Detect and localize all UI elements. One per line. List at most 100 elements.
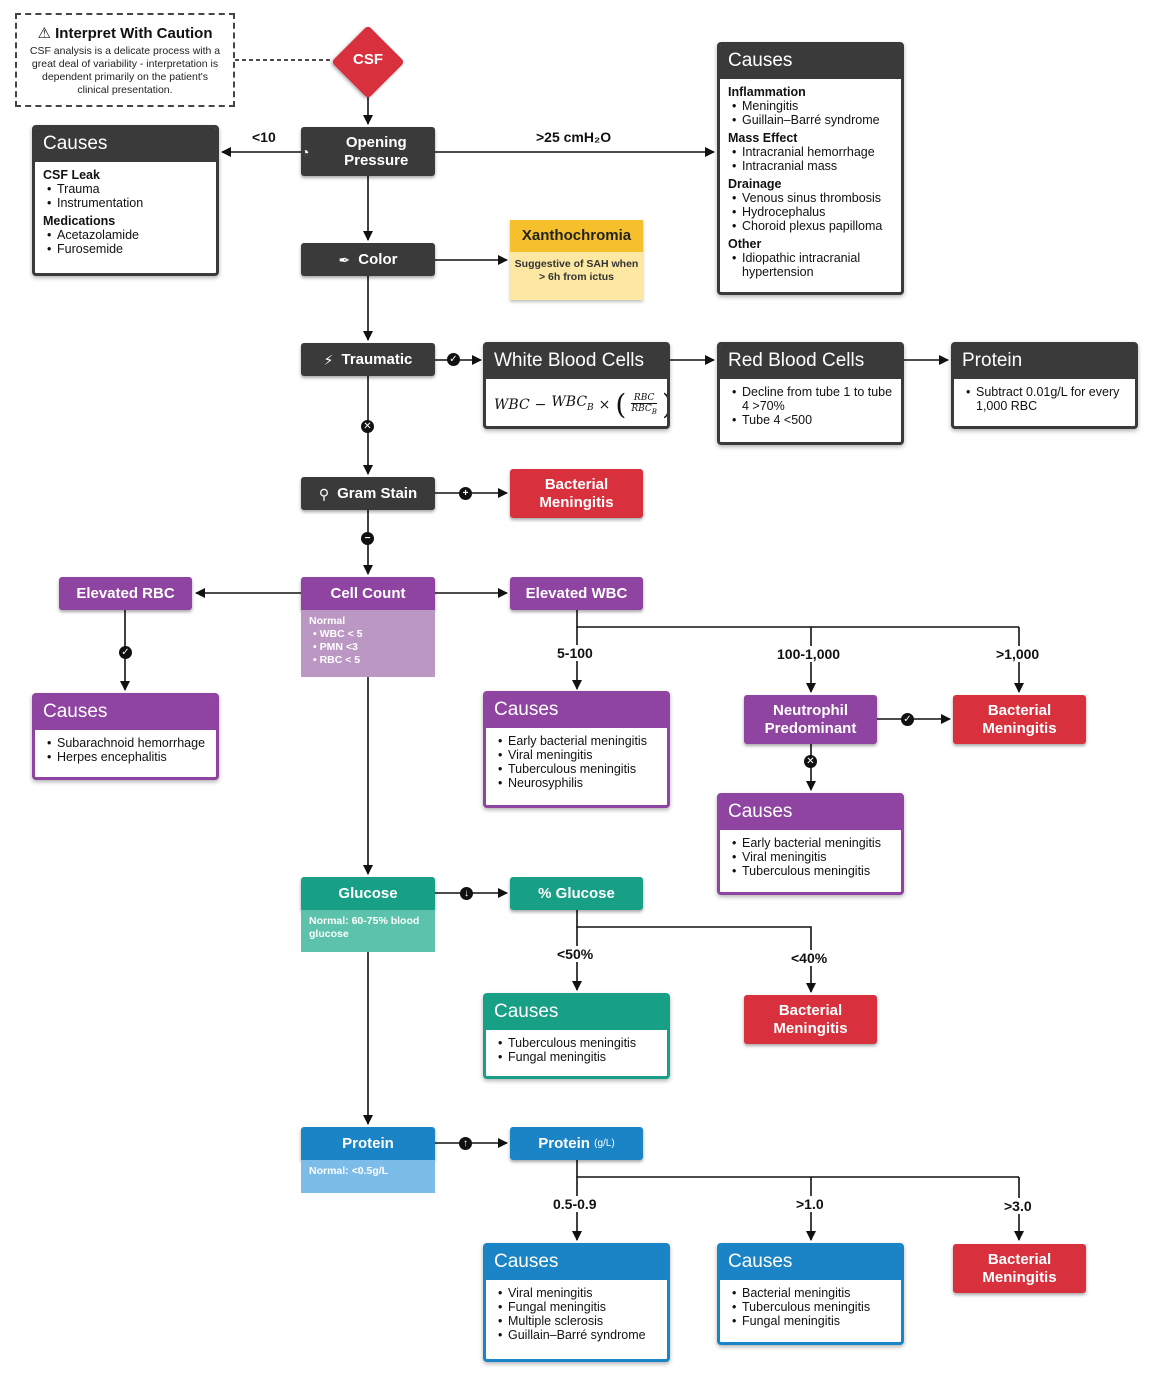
list-item: Intracranial hemorrhage [732,145,893,159]
list-item: Instrumentation [47,196,208,210]
low-pressure-causes: Causes CSF LeakTraumaInstrumentationMedi… [32,125,219,276]
cell-count-node[interactable]: Cell Count [301,577,435,610]
glucose-lt50-label: <50% [555,946,596,962]
list-item: Choroid plexus papilloma [732,219,893,233]
list-item: Tube 4 <500 [732,413,893,427]
normal-value: • WBC < 5 [313,628,363,640]
gram-stain-node[interactable]: ⚲ Gram Stain [301,477,435,510]
glucose-lt40-result[interactable]: Bacterial Meningitis [744,995,877,1044]
list-item: Venous sinus thrombosis [732,191,893,205]
list-item: Herpes encephalitis [47,750,208,764]
neutrophil-positive-result[interactable]: Bacterial Meningitis [953,695,1086,744]
elevated-wbc-node[interactable]: Elevated WBC [510,577,643,610]
normal-value: • PMN <3 [313,641,358,653]
warning-icon: ⚠ [37,25,51,42]
cause-group-list: MeningitisGuillain–Barré syndrome [728,99,893,127]
caution-title: Interpret With Caution [55,25,213,42]
protein-range1-causes: Causes Viral meningitisFungal meningitis… [483,1243,670,1362]
list-item: Tuberculous meningitis [498,1036,659,1050]
list-item: Multiple sclerosis [498,1314,659,1328]
xanthochromia-title: Xanthochromia [510,220,643,252]
minus-icon: − [361,532,374,545]
glucose-node[interactable]: Glucose [301,877,435,910]
traumatic-node[interactable]: ⚡︎ Traumatic [301,343,435,376]
gram-stain-label: Gram Stain [337,484,418,502]
lightning-icon: ⚡︎ [323,351,334,368]
list-item: Fungal meningitis [498,1300,659,1314]
high-pressure-label: >25 cmH₂O [534,129,614,145]
list-item: Viral meningitis [732,850,893,864]
cause-group-list: TraumaInstrumentation [43,182,208,210]
cause-group-list: Venous sinus thrombosisHydrocephalusChor… [728,191,893,233]
card-title: Causes [720,796,901,830]
glucose-lt40-label: <40% [789,950,830,966]
cause-group-list: AcetazolamideFurosemide [43,228,208,256]
cause-group-title: Medications [43,214,116,228]
list-item: Viral meningitis [498,748,659,762]
list-item: Acetazolamide [47,228,208,242]
caution-note: ⚠ Interpret With Caution CSF analysis is… [15,13,235,107]
protein-gl-node[interactable]: Protein (g/L) [510,1127,643,1160]
protein-range3-result[interactable]: Bacterial Meningitis [953,1244,1086,1293]
traumatic-label: Traumatic [341,350,413,368]
list-item: Tuberculous meningitis [732,864,893,878]
protein-node[interactable]: Protein [301,1127,435,1160]
x-icon: ✕ [804,755,817,768]
normal-value: • RBC < 5 [313,654,361,666]
check-icon: ✓ [119,646,132,659]
protein-normal: Normal: <0.5g/L [301,1160,435,1193]
card-title: Causes [35,128,216,162]
protein-unit: (g/L) [594,1137,615,1149]
list-item: Tuberculous meningitis [732,1300,893,1314]
list-item: Viral meningitis [498,1286,659,1300]
card-title: Protein [954,345,1135,379]
cause-group-list: Idiopathic intracranial hypertension [728,251,893,279]
card-title: Causes [486,694,667,728]
wbc-range-low-label: 5-100 [555,645,595,661]
opening-pressure-node[interactable]: ◔ Opening Pressure [301,127,435,176]
cause-group-list: Intracranial hemorrhageIntracranial mass [728,145,893,173]
protein-range1-label: 0.5-0.9 [551,1196,599,1212]
arrow-up-icon: ↑ [459,1137,472,1150]
glucose-lt50-causes: Causes Tuberculous meningitisFungal meni… [483,993,670,1079]
protein-correction-card: Protein Subtract 0.01g/L for every 1,000… [951,342,1138,429]
cause-group-title: Other [728,237,762,251]
rbc-card: Red Blood Cells Decline from tube 1 to t… [717,342,904,445]
neutrophil-negative-causes: Causes Early bacterial meningitisViral m… [717,793,904,895]
gram-positive-result[interactable]: Bacterial Meningitis [510,469,643,518]
list-item: Fungal meningitis [498,1050,659,1064]
cause-group-title: CSF Leak [43,168,100,182]
list-item: Fungal meningitis [732,1314,893,1328]
cell-count-normal: Normal • WBC < 5• PMN <3• RBC < 5 [301,610,435,677]
x-icon: ✕ [361,420,374,433]
opening-pressure-label: Opening Pressure [344,133,409,169]
protein-range2-causes: Causes Bacterial meningitisTuberculous m… [717,1243,904,1345]
list-item: Neurosyphilis [498,776,659,790]
elevated-rbc-node[interactable]: Elevated RBC [59,577,192,610]
percent-glucose-node[interactable]: % Glucose [510,877,643,910]
card-title: Causes [720,1246,901,1280]
card-title: Causes [720,45,901,79]
list-item: Meningitis [732,99,893,113]
wbc-range-high-label: >1,000 [994,646,1042,662]
xanthochromia-note: Suggestive of SAH when > 6h from ictus [510,252,643,300]
list-item: Early bacterial meningitis [732,836,893,850]
neutrophil-node[interactable]: Neutrophil Predominant [744,695,877,744]
cause-group-title: Drainage [728,177,782,191]
color-node[interactable]: ✒ Color [301,243,435,276]
protein-range3-label: >3.0 [1002,1198,1034,1214]
list-item: Subarachnoid hemorrhage [47,736,208,750]
cause-group-title: Mass Effect [728,131,798,145]
list-item: Guillain–Barré syndrome [732,113,893,127]
color-label: Color [358,250,398,268]
csf-start-node[interactable]: CSF [331,25,405,99]
xanthochromia-box: Xanthochromia Suggestive of SAH when > 6… [510,220,643,300]
protein-range2-label: >1.0 [794,1196,826,1212]
list-item: Hydrocephalus [732,205,893,219]
elevated-rbc-causes: Causes Subarachnoid hemorrhageHerpes enc… [32,693,219,780]
list-item: Tuberculous meningitis [498,762,659,776]
wbc-range-mid-label: 100-1,000 [775,646,843,662]
check-icon: ✓ [901,713,914,726]
list-item: Furosemide [47,242,208,256]
